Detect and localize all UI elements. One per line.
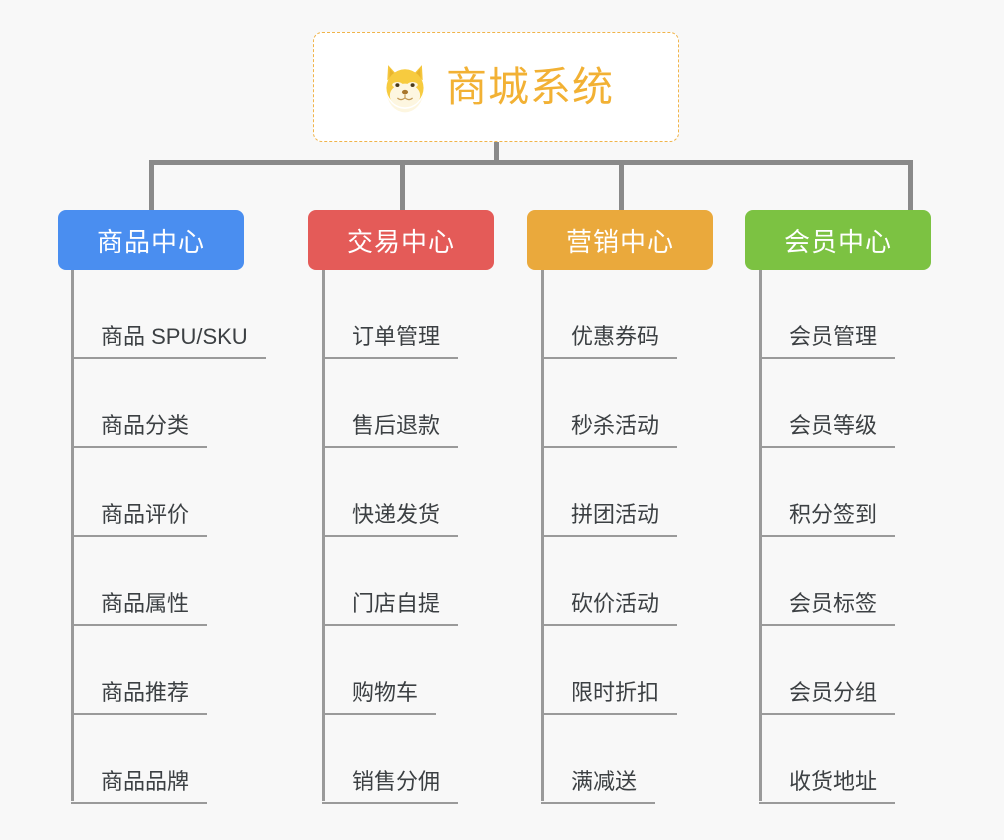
list-item[interactable]: 商品评价	[71, 448, 208, 537]
list-item[interactable]: 拼团活动	[541, 448, 678, 537]
category-box-1[interactable]: 商品中心	[58, 210, 244, 270]
leaf-label: 积分签到	[759, 502, 896, 537]
list-item[interactable]: 快递发货	[322, 448, 459, 537]
connector-drop-1	[149, 163, 154, 210]
shiba-dog-face-icon	[386, 65, 424, 113]
leaf-label: 限时折扣	[541, 680, 678, 715]
leaf-label: 商品推荐	[71, 680, 208, 715]
leaf-label: 商品属性	[71, 591, 208, 626]
connector-drop-3	[619, 163, 624, 210]
leaf-label: 购物车	[322, 680, 437, 715]
leaf-label: 优惠券码	[541, 324, 678, 359]
leaf-label: 商品 SPU/SKU	[71, 324, 266, 359]
leaf-label: 砍价活动	[541, 591, 678, 626]
leaf-label: 订单管理	[322, 324, 459, 359]
connector-drop-2	[400, 163, 405, 210]
leaf-label: 快递发货	[322, 502, 459, 537]
category-box-4[interactable]: 会员中心	[745, 210, 931, 270]
leaf-label: 收货地址	[759, 769, 896, 804]
root-node-mall-system[interactable]: 商城系统	[313, 32, 679, 142]
list-item[interactable]: 购物车	[322, 626, 437, 715]
list-item[interactable]: 会员管理	[759, 270, 896, 359]
leaf-label: 商品分类	[71, 413, 208, 448]
leaf-label: 商品评价	[71, 502, 208, 537]
list-item[interactable]: 会员标签	[759, 537, 896, 626]
category-title-4: 会员中心	[783, 226, 892, 257]
list-item[interactable]: 砍价活动	[541, 537, 678, 626]
category-title-1: 商品中心	[96, 226, 205, 257]
list-item[interactable]: 商品 SPU/SKU	[71, 270, 266, 359]
list-item[interactable]: 优惠券码	[541, 270, 678, 359]
leaf-label: 售后退款	[322, 413, 459, 448]
list-item[interactable]: 收货地址	[759, 715, 896, 804]
list-item[interactable]: 会员等级	[759, 359, 896, 448]
list-item[interactable]: 商品属性	[71, 537, 208, 626]
category-title-2: 交易中心	[346, 226, 455, 257]
list-item[interactable]: 订单管理	[322, 270, 459, 359]
list-item[interactable]: 商品分类	[71, 359, 208, 448]
leaf-label: 满减送	[541, 769, 656, 804]
root-node-title: 商城系统	[446, 63, 614, 110]
connector-horizontal-bar	[149, 160, 913, 165]
list-item[interactable]: 售后退款	[322, 359, 459, 448]
list-item[interactable]: 销售分佣	[322, 715, 459, 804]
leaf-label: 拼团活动	[541, 502, 678, 537]
root-node-content: 商城系统	[378, 60, 614, 114]
list-item[interactable]: 商品品牌	[71, 715, 208, 804]
leaf-label: 会员管理	[759, 324, 896, 359]
list-item[interactable]: 满减送	[541, 715, 656, 804]
list-item[interactable]: 商品推荐	[71, 626, 208, 715]
leaf-label: 商品品牌	[71, 769, 208, 804]
leaf-label: 会员标签	[759, 591, 896, 626]
list-item[interactable]: 秒杀活动	[541, 359, 678, 448]
leaf-label: 会员等级	[759, 413, 896, 448]
leaf-label: 门店自提	[322, 591, 459, 626]
category-box-2[interactable]: 交易中心	[308, 210, 494, 270]
category-box-3[interactable]: 营销中心	[527, 210, 713, 270]
leaf-label: 销售分佣	[322, 769, 459, 804]
list-item[interactable]: 会员分组	[759, 626, 896, 715]
connector-root-stem	[494, 142, 499, 164]
list-item[interactable]: 积分签到	[759, 448, 896, 537]
list-item[interactable]: 限时折扣	[541, 626, 678, 715]
leaf-label: 秒杀活动	[541, 413, 678, 448]
list-item[interactable]: 门店自提	[322, 537, 459, 626]
leaf-label: 会员分组	[759, 680, 896, 715]
connector-drop-4	[908, 163, 913, 210]
category-title-3: 营销中心	[565, 226, 674, 257]
